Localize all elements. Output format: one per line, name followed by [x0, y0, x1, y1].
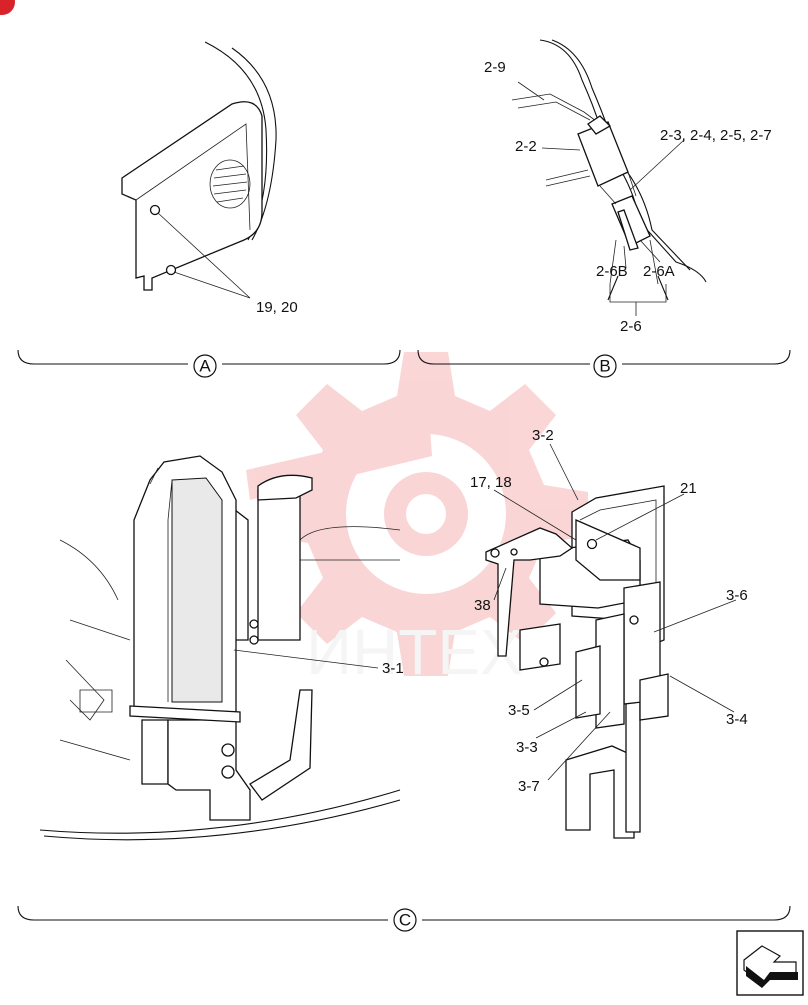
bolt-icon: [249, 619, 259, 645]
section-b-view: 2-9 2-2 2-3, 2-4, 2-5, 2-7 2-6B 2-6A 2-6: [484, 39, 772, 335]
section-b-label: B: [599, 357, 610, 376]
section-c-left-view: 3-1: [39, 455, 404, 841]
callout-2-6a: 2-6A: [643, 263, 675, 280]
gear-logo-icon: [246, 352, 588, 676]
section-c-right-view: 3-2 17, 18 21 38 3-6 3-5 3-4 3-3 3-7: [470, 427, 748, 839]
corner-badge-icon: [0, 0, 15, 15]
callout-17-18: 17, 18: [470, 474, 512, 491]
callout-3-5: 3-5: [508, 702, 530, 719]
bolt-icon: [539, 538, 639, 667]
callout-19-20: 19, 20: [256, 299, 298, 316]
next-page-arrow-icon[interactable]: [736, 930, 804, 996]
bolt-icon: [149, 204, 177, 276]
section-a-divider: A: [17, 349, 401, 378]
callout-21: 21: [680, 480, 697, 497]
section-b-divider: B: [417, 349, 791, 378]
callout-3-2: 3-2: [532, 427, 554, 444]
callout-2-6: 2-6: [620, 318, 642, 335]
callout-2-6b: 2-6B: [596, 263, 628, 280]
section-c-label: C: [399, 911, 411, 930]
callout-3-1: 3-1: [382, 660, 404, 677]
watermark-text: ИНТЕХ: [306, 616, 523, 688]
callout-3-7: 3-7: [518, 778, 540, 795]
callout-38: 38: [474, 597, 491, 614]
section-a-label: A: [199, 357, 211, 376]
speaker-grille-icon: [209, 159, 251, 209]
callout-3-4: 3-4: [726, 711, 748, 728]
watermark: ИНТЕХ: [246, 352, 588, 688]
callout-3-3: 3-3: [516, 739, 538, 756]
section-a-view: 19, 20: [121, 41, 298, 316]
callout-2-3-2-4-2-5-2-7: 2-3, 2-4, 2-5, 2-7: [660, 127, 772, 144]
callout-3-6: 3-6: [726, 587, 748, 604]
section-c-divider: C: [17, 905, 791, 932]
callout-2-2: 2-2: [515, 138, 537, 155]
bolt-icon: [221, 743, 235, 779]
callout-2-9: 2-9: [484, 59, 506, 76]
